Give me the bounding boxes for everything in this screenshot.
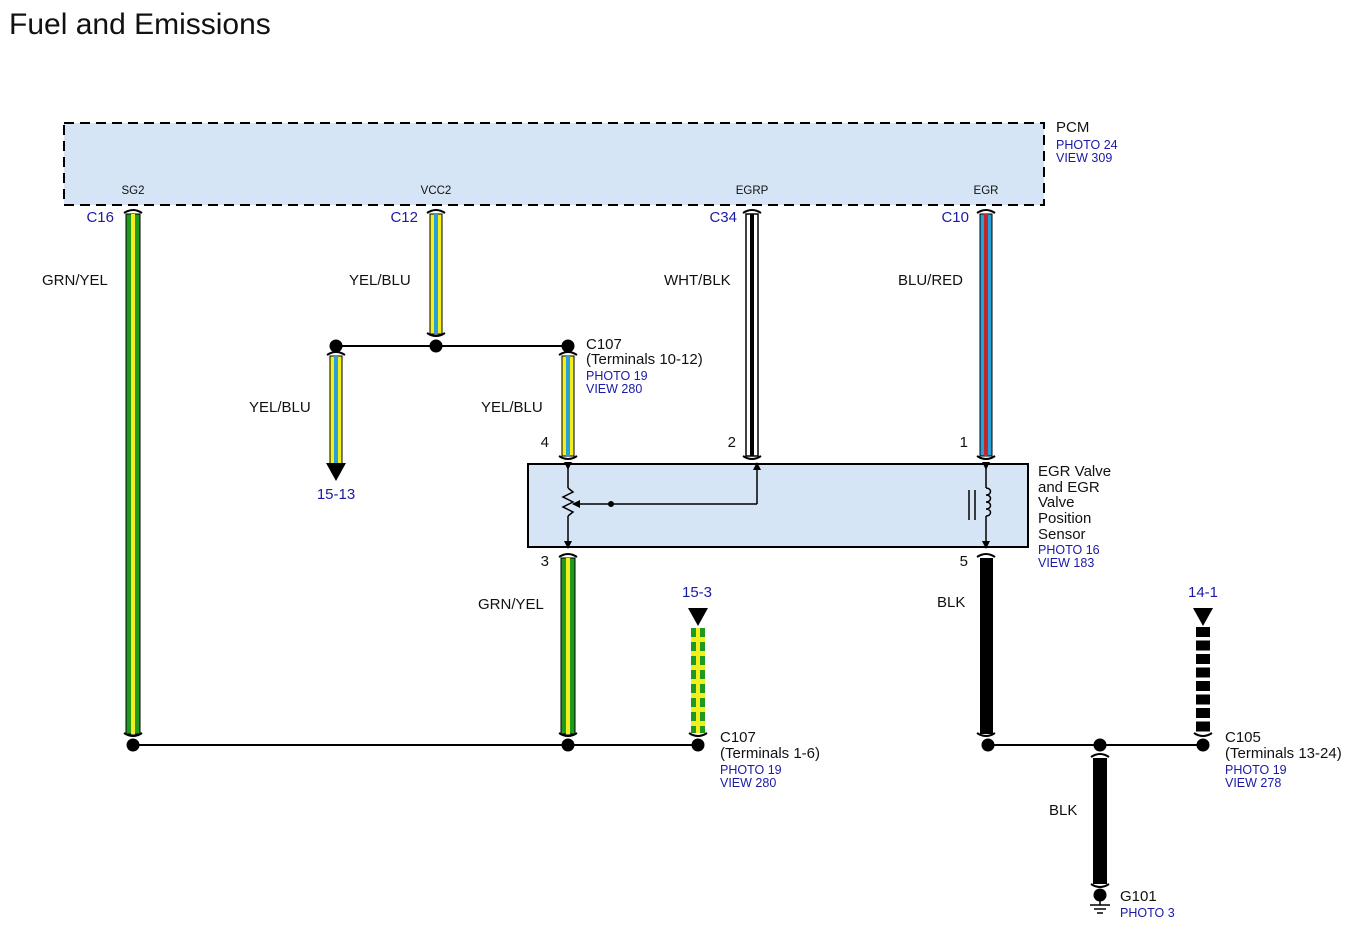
branch-point-left [329, 339, 343, 353]
ground-photo[interactable]: PHOTO 3 [1120, 906, 1175, 920]
c105-name: C105 [1225, 729, 1261, 746]
ref-arrow-15-13 [326, 463, 346, 481]
wire-ground-blk [1093, 758, 1107, 884]
wire-vcc2-yel-blu [429, 213, 443, 335]
pcm-pin-sg2: SG2 [121, 185, 144, 197]
ref-arrow-14-1 [1193, 608, 1213, 626]
c105-view[interactable]: VIEW 278 [1225, 776, 1281, 790]
sensor-pin-5: 5 [960, 553, 968, 570]
wire-15-3-dashed-grn-yel [691, 628, 705, 733]
wire-vcc2-branch-yel-blu [329, 355, 343, 465]
sensor-view[interactable]: VIEW 183 [1038, 556, 1094, 570]
c105-terminal [1196, 738, 1210, 752]
splice-sensor-blk [981, 738, 995, 752]
ref-link-15-13[interactable]: 15-13 [317, 486, 355, 503]
pcm-pin-egrp: EGRP [736, 185, 769, 197]
c107-upper-view[interactable]: VIEW 280 [586, 382, 642, 396]
vcc2-splice-point [429, 339, 443, 353]
c105-photo[interactable]: PHOTO 19 [1225, 763, 1287, 777]
egr-valve-sensor: EGR Valve and EGR Valve Position Sensor … [527, 462, 1111, 570]
pcm-connector-c12: C12 [390, 209, 418, 226]
sensor-pin-1: 1 [960, 434, 968, 451]
terminal-forks [123, 209, 1213, 888]
potentiometer-icon [561, 462, 761, 549]
wire-label-egr: BLU/RED [898, 272, 963, 289]
wire-label-vcc2: YEL/BLU [349, 272, 411, 289]
sensor-name-line-2: and EGR [1038, 479, 1100, 496]
sensor-pin-3: 3 [541, 553, 549, 570]
splice-sensor-ground [561, 738, 575, 752]
c107-lower-name: C107 [720, 729, 756, 746]
c107-lower-view[interactable]: VIEW 280 [720, 776, 776, 790]
c107-upper-photo[interactable]: PHOTO 19 [586, 369, 648, 383]
sensor-name-line-4: Position [1038, 510, 1091, 527]
wire-label-egrp: WHT/BLK [664, 272, 731, 289]
sensor-photo[interactable]: PHOTO 16 [1038, 543, 1100, 557]
wire-label-sensor-blk: BLK [937, 594, 965, 611]
c105-terminals: (Terminals 13-24) [1225, 745, 1342, 762]
splice-sg2 [126, 738, 140, 752]
ref-link-14-1[interactable]: 14-1 [1188, 584, 1218, 601]
c107-lower-photo[interactable]: PHOTO 19 [720, 763, 782, 777]
ref-link-15-3[interactable]: 15-3 [682, 584, 712, 601]
pcm-view: VIEW 309 [1056, 151, 1112, 165]
c107-lower-terminals: (Terminals 1-6) [720, 745, 820, 762]
pcm-connector-c16: C16 [86, 209, 114, 226]
pcm-connector-c34: C34 [709, 209, 737, 226]
pcm-pin-vcc2: VCC2 [421, 185, 452, 197]
solenoid-coil-icon [968, 462, 992, 549]
sensor-pin-2: 2 [728, 434, 736, 451]
sensor-name-line-3: Valve [1038, 494, 1074, 511]
wire-label-sg2: GRN/YEL [42, 272, 108, 289]
ref-arrow-15-3 [688, 608, 708, 626]
c107-upper-name: C107 [586, 336, 622, 353]
wire-label-vcc2-to-sensor: YEL/BLU [481, 399, 543, 416]
wire-egrp-wht-blk [745, 213, 759, 457]
wire-sensor-ground-grn-yel [560, 557, 576, 735]
splice-ground [1093, 738, 1107, 752]
wiper-arrow [572, 500, 580, 508]
c107-lower-terminal [691, 738, 705, 752]
pcm-box [63, 122, 1045, 206]
wire-label-vcc2-branch: YEL/BLU [249, 399, 311, 416]
sensor-name-line-5: Sensor [1038, 526, 1086, 543]
sensor-name-line-1: EGR Valve [1038, 463, 1111, 480]
ground-name: G101 [1120, 888, 1157, 905]
pcm-pin-egr: EGR [974, 185, 999, 197]
sensor-box [527, 463, 1029, 548]
pcm-photo: PHOTO 24 [1056, 138, 1118, 152]
wire-egr-blu-red [979, 213, 993, 457]
pcm-module: PCM PHOTO 24 VIEW 309 SG2 VCC2 EGRP EGR … [63, 119, 1118, 226]
pcm-connector-c10: C10 [941, 209, 969, 226]
c107-upper-terminal [561, 339, 575, 353]
ground-symbol-icon [1090, 888, 1110, 914]
c107-upper-terminals: (Terminals 10-12) [586, 351, 703, 368]
wiper-junction [608, 501, 614, 507]
wire-label-ground-blk: BLK [1049, 802, 1077, 819]
pcm-name: PCM [1056, 119, 1089, 136]
sensor-pin-4: 4 [541, 434, 549, 451]
wire-label-sensor-ground: GRN/YEL [478, 596, 544, 613]
page-title: Fuel and Emissions [9, 8, 271, 41]
wire-sg2-grn-yel [125, 213, 141, 735]
wire-vcc2-to-sensor-yel-blu [561, 355, 575, 457]
wire-sensor-blk [980, 558, 993, 734]
